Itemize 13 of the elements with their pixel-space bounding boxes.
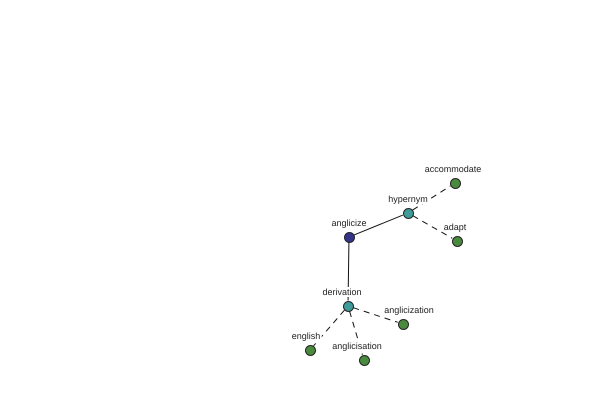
- connector-line: [412, 215, 453, 239]
- node-text: adapt: [442, 222, 468, 232]
- node-text: anglicize: [330, 218, 368, 228]
- node-text: anglicisation: [331, 340, 383, 350]
- node-text: derivation: [321, 286, 363, 296]
- connector-line: [352, 307, 398, 323]
- connector-line: [313, 310, 345, 346]
- connector-line: [354, 214, 404, 236]
- connector-line: [412, 185, 451, 211]
- node-text: anglicization: [383, 304, 435, 314]
- node-text: english: [290, 330, 322, 340]
- node-text: hypernym: [387, 194, 429, 204]
- node-text: accommodate: [424, 164, 482, 174]
